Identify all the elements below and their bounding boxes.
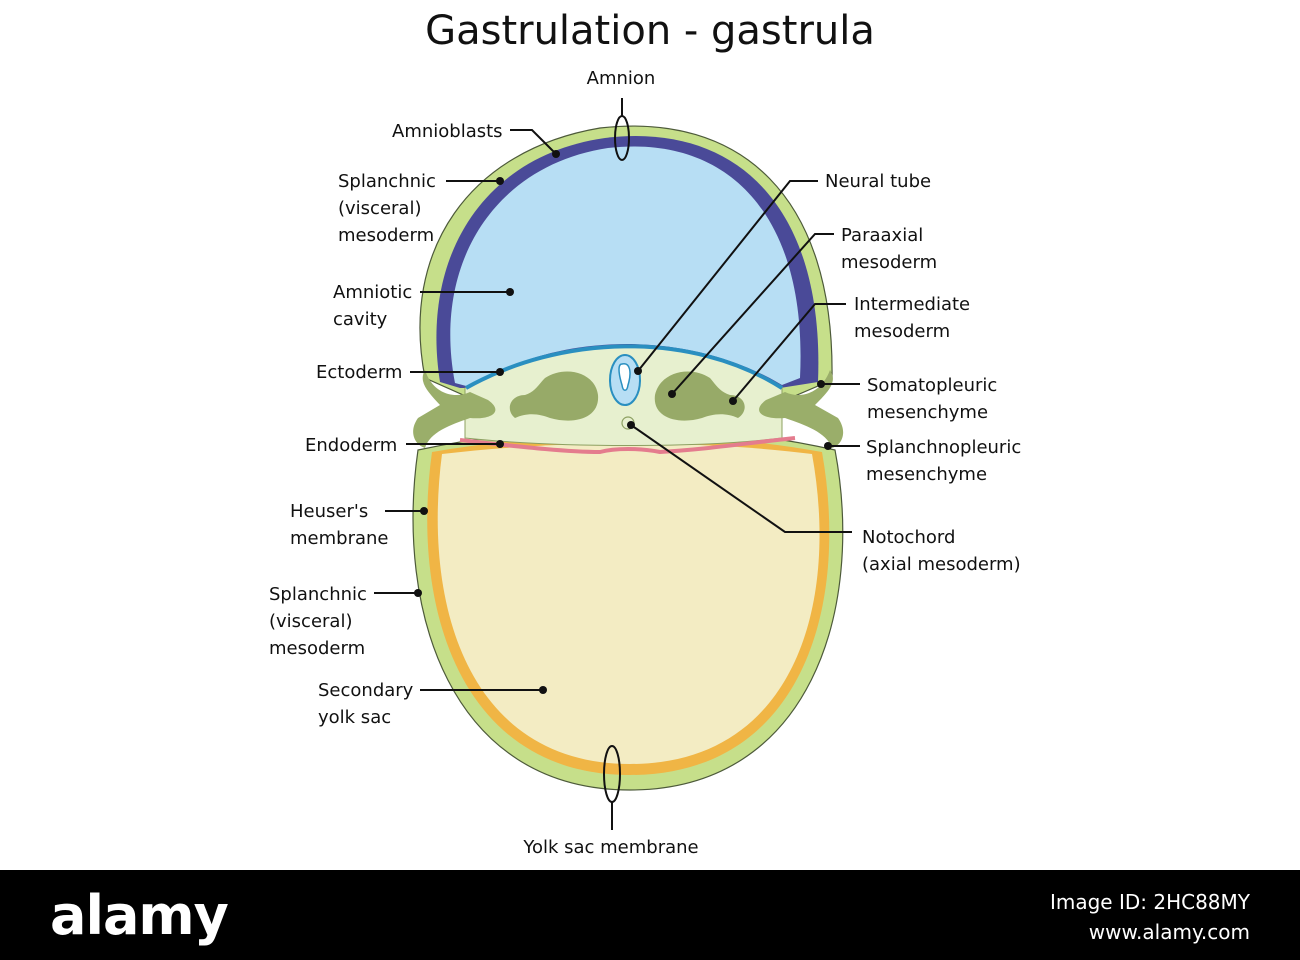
label-heusers-membrane-2: membrane (290, 528, 388, 549)
label-amniotic-cavity-1: Amniotic (333, 282, 412, 303)
amniotic-cavity (450, 146, 801, 387)
label-intermediate-mesoderm-2: mesoderm (854, 321, 950, 342)
paraaxial-mesoderm-left (509, 371, 599, 421)
label-somatopleuric-mesenchyme-1: Somatopleuric (867, 375, 997, 396)
label-amnioblasts: Amnioblasts (392, 121, 503, 142)
label-endoderm: Endoderm (305, 435, 397, 456)
label-splanchnic-bottom-3: mesoderm (269, 638, 365, 659)
label-somatopleuric-mesenchyme-2: mesenchyme (867, 402, 988, 423)
somatopleuric-mesenchyme-right (759, 370, 844, 448)
neural-canal (618, 363, 631, 391)
alamy-logo: alamy (50, 884, 229, 947)
label-splanchnopleuric-mesenchyme-2: mesenchyme (866, 464, 987, 485)
diagram-stage: Gastrulation - gastrula Amni (269, 8, 1021, 858)
label-splanchnic-top-2: (visceral) (338, 198, 421, 219)
ectoderm-layer (465, 344, 784, 390)
label-heusers-membrane-1: Heuser's (290, 501, 368, 522)
label-splanchnopleuric-mesenchyme-1: Splanchnopleuric (866, 437, 1021, 458)
footer-url: www.alamy.com (1088, 920, 1250, 944)
label-neural-tube: Neural tube (825, 171, 931, 192)
gastrula-diagram: Gastrulation - gastrula Amni (269, 8, 1021, 858)
label-amnion: Amnion (587, 68, 656, 89)
label-splanchnic-top-1: Splanchnic (338, 171, 436, 192)
left-leaders (374, 129, 560, 694)
paraaxial-mesoderm-right (654, 371, 745, 421)
label-splanchnic-bottom-2: (visceral) (269, 611, 352, 632)
label-intermediate-mesoderm-1: Intermediate (854, 294, 970, 315)
endoderm-layer (459, 436, 796, 455)
label-notochord-2: (axial mesoderm) (862, 554, 1021, 575)
label-secondary-yolk-sac-1: Secondary (318, 680, 414, 701)
label-yolk-sac-membrane: Yolk sac membrane (522, 837, 698, 858)
secondary-yolk-sac-cavity (437, 443, 820, 764)
watermark-footer: alamy Image ID: 2HC88MY www.alamy.com (0, 870, 1300, 960)
image-id-text: Image ID: 2HC88MY (1049, 890, 1250, 914)
label-splanchnic-top-3: mesoderm (338, 225, 434, 246)
label-secondary-yolk-sac-2: yolk sac (318, 707, 391, 728)
diagram-title: Gastrulation - gastrula (425, 8, 875, 54)
label-notochord-1: Notochord (862, 527, 955, 548)
label-paraaxial-mesoderm-2: mesoderm (841, 252, 937, 273)
somatopleuric-mesenchyme-shape (413, 370, 496, 448)
label-paraaxial-mesoderm-1: Paraaxial (841, 225, 923, 246)
label-splanchnic-bottom-1: Splanchnic (269, 584, 367, 605)
right-leaders (627, 180, 860, 533)
label-ectoderm: Ectoderm (316, 362, 402, 383)
label-amniotic-cavity-2: cavity (333, 309, 388, 330)
